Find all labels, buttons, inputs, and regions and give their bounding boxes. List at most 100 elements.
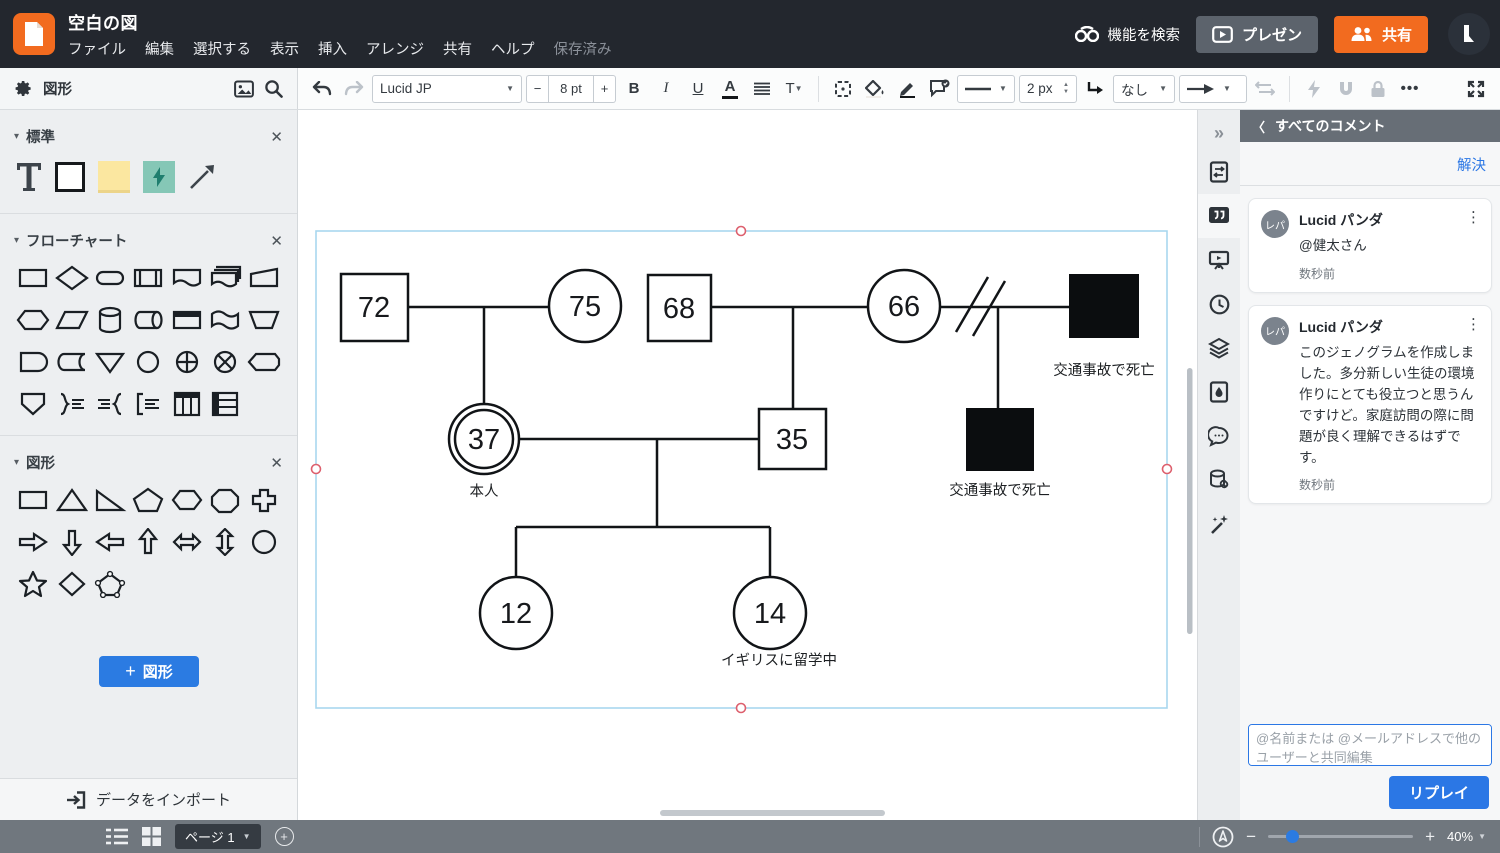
shape-preparation[interactable] — [14, 303, 52, 337]
shape-brace-right-note[interactable] — [52, 387, 90, 421]
add-shapes-button[interactable]: + 図形 — [99, 656, 199, 687]
shape-or-junction[interactable] — [168, 345, 206, 379]
collapse-panel-button[interactable]: » — [1213, 122, 1224, 143]
comment-card[interactable]: レパ Lucid パンダ ⋮ @健太さん 数秒前 — [1248, 198, 1492, 293]
reset-view-button[interactable] — [1212, 826, 1234, 848]
menu-share[interactable]: 共有 — [443, 42, 472, 58]
more-options-button[interactable]: ••• — [1400, 80, 1420, 97]
close-icon[interactable]: ✕ — [270, 128, 283, 146]
collapse-caret-icon[interactable]: ▾ — [14, 235, 20, 246]
node-grandfather-paternal[interactable]: 72 — [339, 272, 410, 343]
resolve-link[interactable]: 解決 — [1457, 158, 1486, 174]
label-deceased-top[interactable]: 交通事故で死亡 — [1053, 361, 1155, 379]
gear-icon[interactable] — [14, 79, 33, 98]
actions-button[interactable] — [1300, 74, 1328, 104]
shape-pentagon[interactable] — [129, 483, 167, 517]
zoom-in-button[interactable]: + — [1425, 826, 1436, 846]
menu-edit[interactable]: 編集 — [145, 42, 174, 58]
shape-triangle[interactable] — [52, 483, 90, 517]
shape-paper-tape[interactable] — [206, 303, 244, 337]
shape-arrow-down[interactable] — [52, 525, 90, 559]
selection-box[interactable] — [310, 225, 1173, 714]
menu-arrange[interactable]: アレンジ — [366, 42, 424, 58]
menu-select[interactable]: 選択する — [193, 42, 251, 58]
shape-arrow-right[interactable] — [14, 525, 52, 559]
comment-card[interactable]: レパ Lucid パンダ ⋮ このジェノグラムを作成しました。多分新しい生徒の環… — [1248, 304, 1492, 505]
swap-endpoints-button[interactable] — [1251, 74, 1279, 104]
shape-predefined-process[interactable] — [129, 261, 167, 295]
page-grid-icon[interactable] — [142, 827, 161, 846]
zoom-slider-knob[interactable] — [1286, 830, 1300, 843]
reply-button[interactable]: リプレイ — [1389, 776, 1489, 809]
shape-table-columns[interactable] — [168, 387, 206, 421]
shape-arrow-up-down[interactable] — [206, 525, 244, 559]
shape-rectangle[interactable] — [14, 483, 52, 517]
shape-summing-junction[interactable] — [206, 345, 244, 379]
page-settings-button[interactable] — [1198, 150, 1241, 194]
shape-decision[interactable] — [52, 261, 90, 295]
node-child1[interactable]: 12 — [478, 575, 554, 651]
selection-handle-bottom[interactable] — [735, 702, 747, 714]
comment-resolve-button[interactable] — [925, 74, 953, 104]
image-icon[interactable] — [234, 79, 254, 98]
shape-connector[interactable] — [129, 345, 167, 379]
account-avatar[interactable] — [1448, 13, 1490, 55]
line-end-select[interactable]: ▼ — [1179, 74, 1247, 103]
shape-internal-storage[interactable] — [168, 303, 206, 337]
selection-handle-left[interactable] — [310, 463, 322, 475]
shape-card[interactable] — [245, 261, 283, 295]
presentation-button[interactable] — [1198, 238, 1241, 282]
theme-button[interactable] — [1198, 370, 1241, 414]
kebab-menu-icon[interactable]: ⋮ — [1466, 315, 1481, 333]
font-family-select[interactable]: Lucid JP ▼ — [372, 74, 522, 103]
shape-sticky-note[interactable] — [98, 161, 130, 193]
collapse-caret-icon[interactable]: ▾ — [14, 131, 20, 142]
magic-wand-button[interactable] — [1198, 502, 1241, 546]
redo-button[interactable] — [340, 74, 368, 104]
diagram-canvas[interactable]: 72 75 68 66 37 — [299, 110, 1197, 820]
shape-direct-data[interactable] — [129, 303, 167, 337]
shape-terminator[interactable] — [91, 261, 129, 295]
node-child2[interactable]: 14 — [732, 575, 808, 651]
shape-data[interactable] — [52, 303, 90, 337]
selection-handle-top[interactable] — [735, 225, 747, 237]
node-deceased-uncle[interactable] — [966, 408, 1034, 471]
close-icon[interactable]: ✕ — [270, 232, 283, 250]
shape-custom-polygon[interactable] — [91, 567, 129, 601]
shape-right-triangle[interactable] — [91, 483, 129, 517]
line-start-select[interactable]: なし ▼ — [1113, 74, 1175, 103]
collapse-caret-icon[interactable]: ▾ — [14, 457, 20, 468]
shape-cross[interactable] — [245, 483, 283, 517]
label-self[interactable]: 本人 — [470, 483, 499, 500]
shape-text-tool[interactable] — [16, 162, 42, 192]
font-size-decrease[interactable]: − — [526, 74, 548, 103]
shape-arrow-up[interactable] — [129, 525, 167, 559]
shape-hexagon[interactable] — [168, 483, 206, 517]
line-color-button[interactable] — [893, 74, 921, 104]
shape-table-rows[interactable] — [206, 387, 244, 421]
zoom-out-button[interactable]: − — [1246, 826, 1257, 846]
shape-bracket-note[interactable] — [129, 387, 167, 421]
font-size-increase[interactable]: + — [594, 74, 616, 103]
line-style-select[interactable]: ▼ — [957, 74, 1015, 103]
vertical-scrollbar[interactable] — [1187, 368, 1193, 634]
node-grandfather-maternal[interactable]: 68 — [646, 273, 713, 343]
node-grandmother-maternal[interactable]: 66 — [866, 268, 942, 344]
bold-button[interactable]: B — [628, 80, 640, 97]
menu-insert[interactable]: 挿入 — [318, 42, 347, 58]
shape-database[interactable] — [91, 303, 129, 337]
menu-help[interactable]: ヘルプ — [491, 42, 535, 58]
import-data-button[interactable]: データをインポート — [0, 778, 297, 820]
chat-button[interactable] — [1198, 414, 1241, 458]
shape-line-tool[interactable] — [188, 163, 216, 191]
label-deceased-bottom[interactable]: 交通事故で死亡 — [949, 481, 1051, 499]
underline-button[interactable]: U — [692, 80, 704, 97]
magnetize-button[interactable] — [1332, 74, 1360, 104]
shape-octagon[interactable] — [206, 483, 244, 517]
document-title[interactable]: 空白の図 — [68, 14, 138, 33]
history-button[interactable] — [1198, 282, 1241, 326]
horizontal-scrollbar[interactable] — [660, 810, 885, 816]
close-icon[interactable]: ✕ — [270, 454, 283, 472]
menu-file[interactable]: ファイル — [68, 42, 126, 58]
node-spouse[interactable]: 35 — [757, 407, 828, 471]
